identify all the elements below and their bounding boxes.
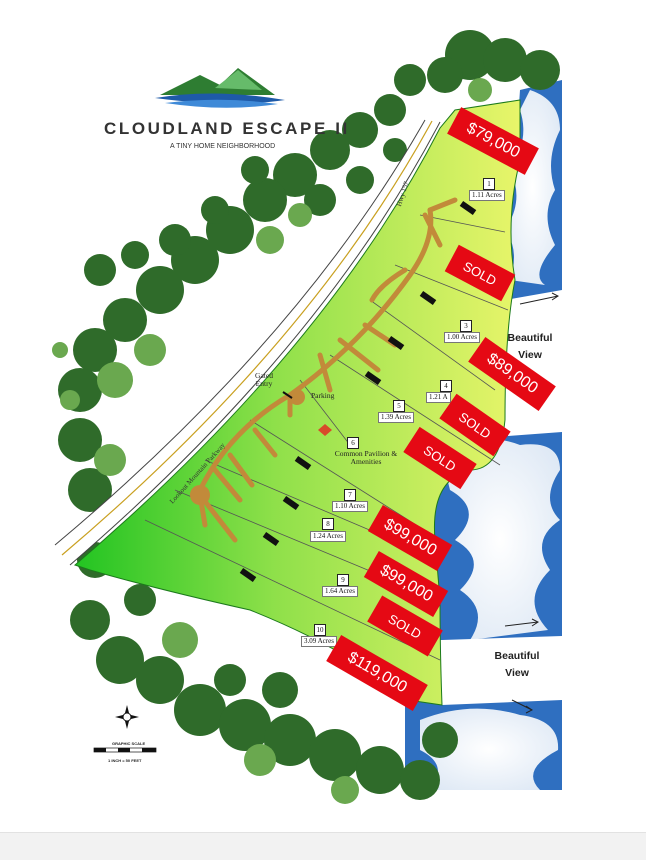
lot-number: 5 (393, 400, 405, 412)
gate-arrow (282, 391, 293, 399)
lot-acres: 1.00 Acres (444, 332, 480, 343)
lot-number: 8 (322, 518, 334, 530)
sky-area (405, 80, 562, 790)
lot-number: 4 (440, 380, 452, 392)
lot-acres: 1.11 Acres (469, 190, 505, 201)
pavilion-icon (318, 424, 332, 436)
tree-canopy (58, 30, 560, 800)
logo (155, 68, 285, 108)
parking-label: Parking (311, 391, 335, 400)
compass-icon (115, 705, 139, 729)
page-title: CLOUDLAND ESCAPE II (104, 119, 350, 138)
lot-number: 7 (344, 489, 356, 501)
scale-caption: 1 INCH = 50 FEET (108, 758, 142, 763)
scale-title: GRAPHIC SCALE (112, 741, 146, 746)
gate-label: Gated Entry (255, 371, 273, 388)
common-area-label: Common Pavilion & Amenities (334, 449, 398, 466)
viewer-footer-bar (0, 832, 646, 860)
page-subtitle: A TINY HOME NEIGHBORHOOD (170, 143, 276, 150)
tree-canopy-light (52, 78, 492, 804)
cul-de-sac (190, 485, 210, 505)
lot-acres: 3.09 Acres (301, 636, 337, 647)
lot-number: 9 (337, 574, 349, 586)
lot-acres: 1.24 Acres (310, 531, 346, 542)
lot-number: 10 (314, 624, 326, 636)
lot-number: 3 (460, 320, 472, 332)
lot-number: 6 (347, 437, 359, 449)
view-label: Beautiful View (507, 332, 553, 361)
lot-acres: 1.21 A (426, 392, 451, 403)
parking-circle (289, 389, 305, 405)
lot-number: 1 (483, 178, 495, 190)
scale-bar (93, 747, 157, 753)
lot-acres: 1.10 Acres (332, 501, 368, 512)
lot-acres: 1.39 Acres (378, 412, 414, 423)
lot-acres: 1.64 Acres (322, 586, 358, 597)
house-markers (239, 200, 477, 583)
view-label: Beautiful View (494, 650, 540, 679)
road (54, 119, 441, 566)
